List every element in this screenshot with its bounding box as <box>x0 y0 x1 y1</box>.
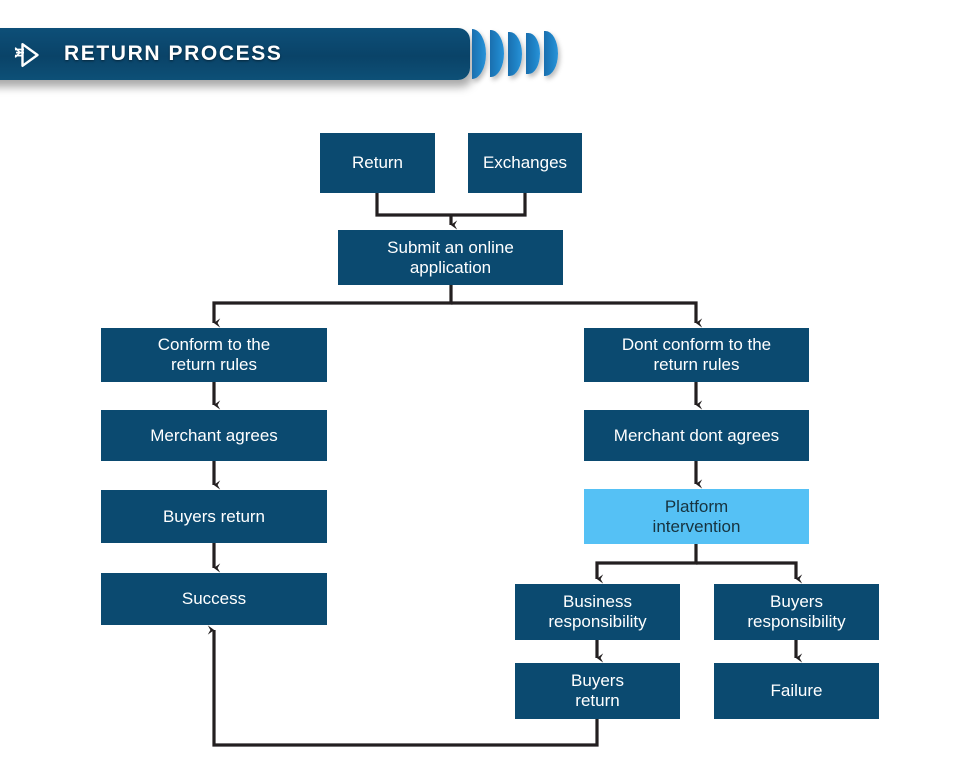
node-return[interactable]: Return <box>320 133 435 193</box>
header-banner: RETURN PROCESS <box>0 28 470 80</box>
header-bar <box>0 28 470 80</box>
node-submit-online-application[interactable]: Submit an online application <box>338 230 563 285</box>
node-merchant-agrees[interactable]: Merchant agrees <box>101 410 327 461</box>
stripe-4 <box>526 33 540 74</box>
node-buyers-responsibility[interactable]: Buyers responsibility <box>714 584 879 640</box>
node-success[interactable]: Success <box>101 573 327 625</box>
stripe-3 <box>508 32 522 76</box>
node-failure[interactable]: Failure <box>714 663 879 719</box>
node-merchant-dont-agrees[interactable]: Merchant dont agrees <box>584 410 809 461</box>
node-dont-conform-to-return-rules[interactable]: Dont conform to the return rules <box>584 328 809 382</box>
header-decorative-stripes <box>472 29 558 79</box>
page-title: RETURN PROCESS <box>64 42 283 65</box>
node-buyers-return-right[interactable]: Buyers return <box>515 663 680 719</box>
stripe-5 <box>544 31 558 76</box>
stripe-1 <box>472 29 486 79</box>
play-triangle-motion-icon <box>12 40 42 70</box>
node-platform-intervention[interactable]: Platform intervention <box>584 489 809 544</box>
node-business-responsibility[interactable]: Business responsibility <box>515 584 680 640</box>
node-conform-to-return-rules[interactable]: Conform to the return rules <box>101 328 327 382</box>
node-buyers-return-left[interactable]: Buyers return <box>101 490 327 543</box>
stripe-2 <box>490 30 504 77</box>
node-exchanges[interactable]: Exchanges <box>468 133 582 193</box>
